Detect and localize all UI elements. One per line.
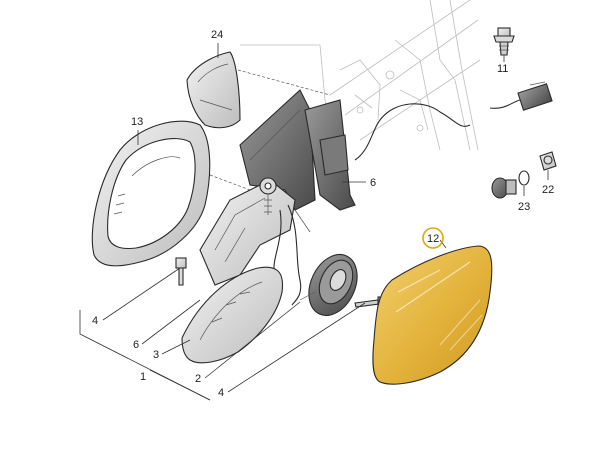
callout-3: 3 [153, 349, 159, 361]
callout-22: 22 [542, 184, 554, 196]
mirror-base-part-6 [239, 89, 356, 233]
grommet-part-23 [491, 170, 530, 199]
motor-part-2 [299, 253, 358, 317]
callout-24: 24 [211, 29, 223, 41]
wiring-connector [489, 81, 553, 111]
callout-11: 11 [497, 63, 508, 75]
highlight-ring-12 [422, 227, 444, 249]
clip-part-22 [539, 151, 557, 171]
callout-labels: 24 13 11 6 22 23 12 4 6 3 1 2 4 [92, 29, 554, 399]
callout-12: 12 [427, 233, 439, 245]
callout-6-lower: 6 [133, 339, 139, 351]
adjuster-bracket [199, 177, 296, 286]
callout-4-lower: 4 [218, 387, 224, 399]
callout-1: 1 [140, 371, 146, 383]
callout-13: 13 [131, 116, 143, 128]
callout-2: 2 [195, 373, 201, 385]
lower-cover-part-3 [181, 266, 284, 364]
leader-lines [79, 43, 549, 401]
callout-4-upper: 4 [92, 315, 98, 327]
reference-dashed-lines [209, 69, 331, 191]
trim-cover-part-24 [186, 51, 241, 129]
bolt-left [175, 257, 187, 286]
callout-6-upper: 6 [370, 177, 376, 189]
screw-part-11 [493, 27, 515, 56]
mirror-glass-part-12 [372, 245, 493, 385]
mirror-housing-part-13 [91, 120, 211, 267]
callout-23: 23 [518, 201, 530, 213]
